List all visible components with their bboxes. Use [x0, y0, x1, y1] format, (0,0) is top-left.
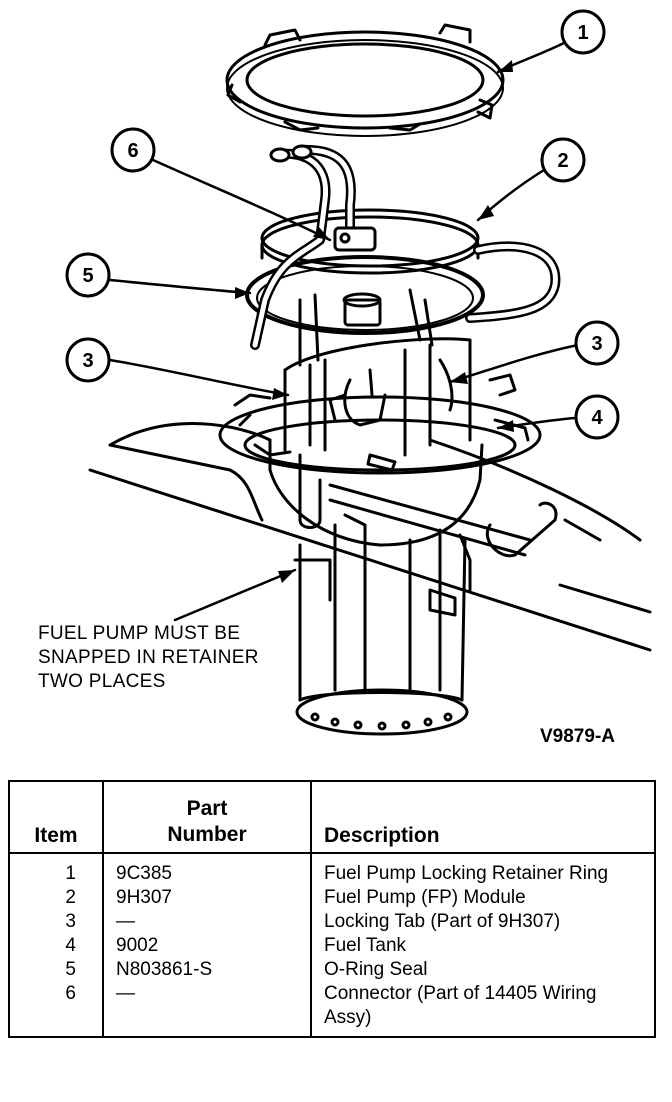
snap-note-line: SNAPPED IN RETAINER	[38, 647, 259, 668]
svg-text:3: 3	[591, 333, 602, 355]
fuel-pump-exploded-diagram: 1 2 3 3 4 5 6	[65, 9, 652, 736]
callout-item-1: 1	[560, 9, 606, 55]
row-description: Fuel Pump (FP) Module	[324, 887, 526, 908]
table-row: 6 — Connector (Part of 14405 Wiring Assy…	[9, 982, 655, 1037]
svg-text:4: 4	[591, 407, 603, 429]
row-part-number: 9H307	[103, 886, 312, 910]
row-part-number: —	[103, 910, 312, 934]
callout-item-2: 2	[540, 137, 586, 183]
row-description: Locking Tab (Part of 9H307)	[324, 911, 561, 932]
header-part-line1: Part	[186, 797, 228, 820]
row-item: 3	[9, 910, 104, 934]
row-description: Fuel Pump Locking Retainer Ring	[324, 863, 609, 884]
row-item: 4	[9, 934, 104, 958]
leader-arrowheads	[235, 60, 514, 583]
table-row: 4 9002 Fuel Tank	[9, 934, 655, 958]
row-item: 5	[9, 958, 104, 982]
parts-table-header: Item Part Number Description	[9, 781, 655, 854]
o-ring-seal-inner	[256, 265, 474, 331]
table-row: 1 9C385 Fuel Pump Locking Retainer Ring	[9, 853, 655, 886]
row-item: 1	[9, 853, 104, 886]
figure-id: V9879-A	[540, 726, 615, 747]
sender-tube	[298, 453, 558, 558]
fuel-lines	[250, 144, 561, 350]
wiring-connector	[333, 226, 377, 252]
row-part-number: 9C385	[103, 853, 312, 886]
header-description: Description	[311, 781, 655, 854]
row-part-number: 9002	[103, 934, 312, 958]
table-row: 3 — Locking Tab (Part of 9H307)	[9, 910, 655, 934]
row-description: Connector (Part of 14405 Wiring Assy)	[324, 983, 597, 1028]
row-item: 2	[9, 886, 104, 910]
svg-text:6: 6	[127, 140, 138, 162]
row-description: O-Ring Seal	[324, 959, 428, 980]
snap-note: FUEL PUMP MUST BE SNAPPED IN RETAINER TW…	[38, 622, 259, 694]
row-part-number: N803861-S	[103, 958, 312, 982]
callout-item-5: 5	[65, 252, 111, 298]
parts-table: Item Part Number Description 1 9C385 Fue…	[8, 780, 656, 1038]
row-description: Fuel Tank	[324, 935, 407, 956]
snap-note-line: FUEL PUMP MUST BE	[38, 623, 241, 644]
svg-text:5: 5	[82, 265, 93, 287]
pump-canister	[293, 513, 472, 736]
o-ring-seal	[245, 255, 485, 335]
callout-item-6: 6	[110, 127, 156, 173]
locking-retainer-ring	[225, 23, 505, 137]
table-row: 2 9H307 Fuel Pump (FP) Module	[9, 886, 655, 910]
fuel-tank-outline	[88, 422, 652, 652]
callout-item-4: 4	[574, 394, 620, 440]
svg-text:3: 3	[82, 350, 93, 372]
snap-note-line: TWO PLACES	[38, 671, 166, 692]
row-part-number: —	[103, 982, 312, 1037]
callout-item-3-left: 3	[65, 337, 111, 383]
callout-item-3-right: 3	[574, 320, 620, 366]
header-item: Item	[9, 781, 104, 854]
svg-text:2: 2	[557, 150, 568, 172]
row-item: 6	[9, 982, 104, 1037]
locking-flange	[218, 373, 542, 547]
table-row: 5 N803861-S O-Ring Seal	[9, 958, 655, 982]
header-part-line2: Number	[167, 823, 247, 846]
header-part-number: Part Number	[103, 781, 312, 854]
pump-module-body	[283, 288, 472, 457]
svg-text:1: 1	[577, 22, 588, 44]
